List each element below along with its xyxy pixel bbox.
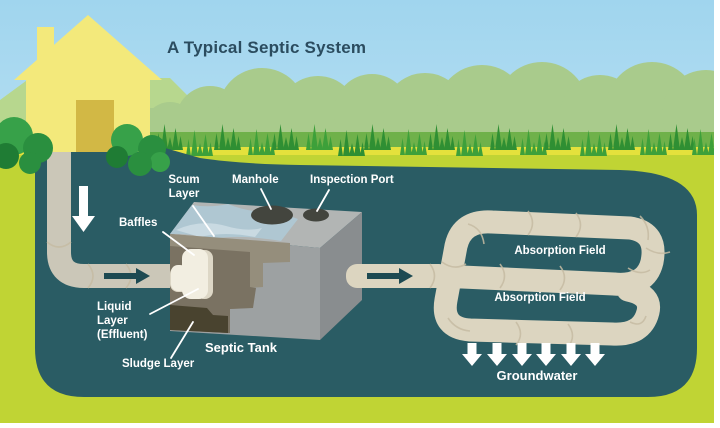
flow-right-arrow-2	[367, 268, 413, 284]
label-absorption-field-lower: Absorption Field	[494, 292, 586, 305]
absorption-field-pipe	[428, 210, 671, 348]
manhole-opening	[251, 205, 293, 225]
label-groundwater: Groundwater	[496, 368, 578, 384]
pointer-lines	[149, 188, 330, 359]
label-baffles: Baffles	[119, 217, 158, 229]
label-inspection-port: Inspection Port	[310, 174, 394, 186]
label-liquid-layer: Liquid Layer (Effluent)	[97, 301, 148, 341]
sludge-layer-graphic	[170, 305, 228, 333]
label-septic-tank: Septic Tank	[205, 340, 278, 355]
label-sludge-layer: Sludge Layer	[122, 358, 195, 370]
label-absorption-field-upper: Absorption Field	[514, 245, 606, 258]
bushes-right	[106, 124, 170, 176]
label-manhole: Manhole	[232, 174, 279, 186]
house-door	[76, 100, 114, 152]
flow-down-arrow	[72, 186, 95, 232]
septic-tank-graphic	[170, 202, 362, 340]
inspection-port-opening	[303, 208, 329, 222]
diagram-title: A Typical Septic System	[167, 38, 367, 57]
baffle-graphic	[170, 249, 213, 299]
label-scum-layer: Scum Layer	[168, 174, 200, 200]
bushes-left	[0, 117, 53, 174]
pipe-joints	[429, 210, 671, 348]
flow-right-arrow-1	[104, 268, 150, 284]
outlet-pipe	[346, 264, 450, 288]
